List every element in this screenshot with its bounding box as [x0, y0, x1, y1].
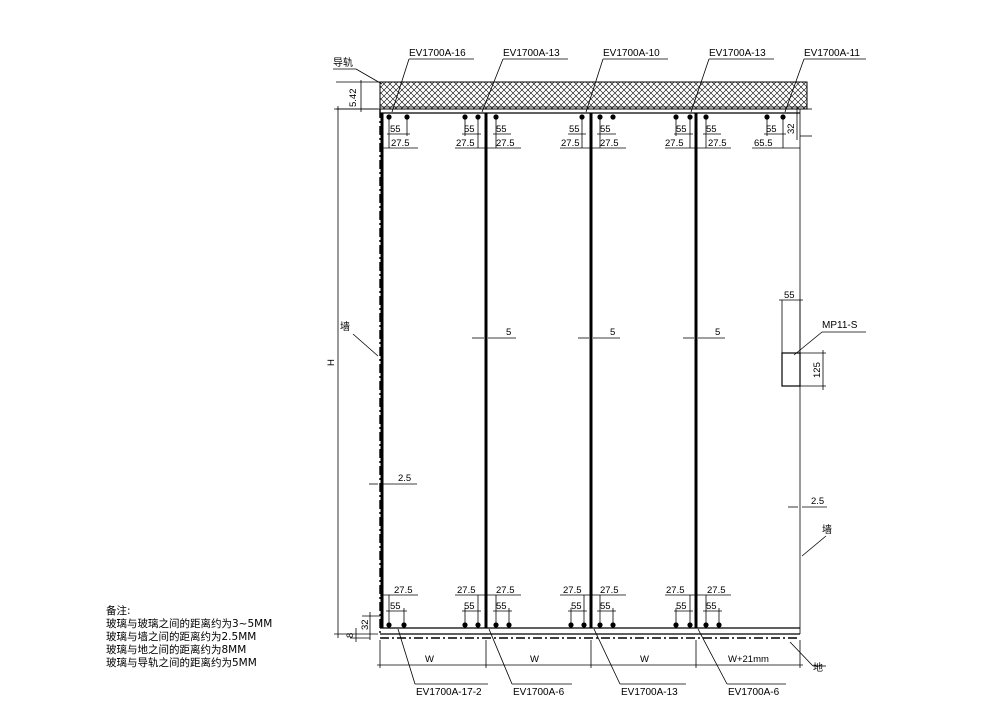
hole-edge-dim: 27.5	[665, 138, 684, 149]
wall-right-label: 墙	[822, 523, 832, 536]
guide-rail-label: 导轨	[333, 56, 353, 69]
wall-left-label: 墙	[340, 320, 350, 333]
top-profile-label: EV1700A-16	[409, 48, 466, 59]
notes-line: 玻璃与玻璃之间的距离约为3~5MM	[106, 617, 272, 630]
bottom-edge-dims: 27.5 27.5 27.5 27.5 27.5 27.5 27.5	[380, 585, 731, 596]
glass-gap-dims: 5 5 5	[472, 327, 725, 339]
bottom-profile-labels: EV1700A-17-2 EV1700A-6 EV1700A-13 EV1700…	[397, 628, 786, 698]
bottom-hole-dims: 55 55 55 55 55 55 55	[386, 595, 722, 625]
top-edge-dims: 27.5 27.5 27.5 27.5 27.5 27.5 27.5 65.5	[380, 138, 800, 149]
top-profile-label: EV1700A-13	[709, 48, 766, 59]
handle-height-dim: 125	[812, 362, 823, 378]
wall-gap-left-dim: 2.5	[398, 473, 411, 484]
top-profile-label: EV1700A-11	[804, 48, 860, 59]
handle-label: MP11-S	[822, 320, 858, 331]
bottom-profile-label: EV1700A-13	[621, 687, 678, 698]
hole-edge-dim: 27.5	[456, 138, 475, 149]
hole-edge-dim: 27.5	[496, 585, 515, 596]
guide-rail	[379, 81, 808, 110]
hole-spacing-dim: 55	[496, 124, 507, 135]
hole-spacing-dim: 55	[706, 601, 717, 612]
glass-gap-dim: 5	[610, 327, 615, 338]
top-profile-labels: EV1700A-16 EV1700A-13 EV1700A-10 EV1700A…	[391, 48, 866, 113]
hole-spacing-dim: 55	[496, 601, 507, 612]
notes-line: 玻璃与导轨之间的距离约为5MM	[106, 656, 257, 669]
top-right-gap-dim: 32	[786, 123, 797, 134]
hole-spacing-dim: 55	[600, 601, 611, 612]
hole-spacing-dim: 55	[464, 124, 475, 135]
hole-spacing-dim: 55	[600, 124, 611, 135]
notes-line: 玻璃与墙之间的距离约为2.5MM	[106, 630, 256, 643]
hole-edge-dim: 27.5	[391, 138, 410, 149]
hole-edge-dim: 27.5	[561, 138, 580, 149]
panel-width-dim: W+21mm	[728, 654, 769, 665]
width-dims: W W W W+21mm	[377, 640, 803, 668]
notes-title: 备注:	[106, 604, 131, 617]
notes-block: 备注: 玻璃与玻璃之间的距离约为3~5MM 玻璃与墙之间的距离约为2.5MM 玻…	[106, 604, 272, 669]
bottom-hardware-dots	[386, 622, 722, 628]
bottom-profile-label: EV1700A-17-2	[416, 687, 482, 698]
ground-label: 地	[813, 661, 823, 674]
glass-gap-dim: 5	[715, 327, 720, 338]
handle-mp11s: 55 125 MP11-S	[779, 290, 866, 390]
hole-edge-dim: 27.5	[496, 138, 515, 149]
hole-spacing-dim: 55	[676, 124, 687, 135]
handle-offset-dim: 55	[784, 290, 795, 301]
hole-spacing-dim: 55	[390, 124, 401, 135]
hole-edge-dim: 27.5	[666, 585, 685, 596]
hole-edge-dim: 27.5	[600, 138, 619, 149]
hole-edge-dim: 27.5	[457, 585, 476, 596]
hole-edge-dim: 27.5	[707, 585, 726, 596]
top-hardware-dots	[386, 114, 786, 120]
glass-panels	[380, 112, 800, 629]
bottom-left-gap-dim: 32	[360, 619, 371, 630]
hole-edge-right-dim: 65.5	[754, 138, 773, 149]
top-hole-dims: 55 55 55 55 55 55 55 55	[387, 117, 786, 148]
rail-height-dim: 5.42	[348, 89, 359, 108]
hole-spacing-dim: 55	[766, 124, 777, 135]
height-dim: H	[326, 359, 337, 366]
notes-line: 玻璃与地之间的距离约为8MM	[106, 643, 246, 656]
panel-width-dim: W	[640, 654, 649, 665]
top-profile-label: EV1700A-10	[603, 48, 660, 59]
bottom-profile-label: EV1700A-6	[728, 687, 780, 698]
hole-spacing-dim: 55	[571, 601, 582, 612]
panel-width-dim: W	[530, 654, 539, 665]
top-profile-label: EV1700A-13	[503, 48, 560, 59]
hole-edge-dim: 27.5	[563, 585, 582, 596]
panel-width-dim: W	[425, 654, 434, 665]
hole-spacing-dim: 55	[706, 124, 717, 135]
hole-edge-dim: 27.5	[708, 138, 727, 149]
glass-gap-dim: 5	[506, 327, 511, 338]
bottom-ground-dim: 8	[345, 633, 356, 638]
hole-spacing-dim: 55	[569, 124, 580, 135]
hole-spacing-dim: 55	[464, 601, 475, 612]
bottom-profile-label: EV1700A-6	[513, 687, 565, 698]
hole-spacing-dim: 55	[390, 601, 401, 612]
hole-edge-dim: 27.5	[394, 585, 413, 596]
hole-spacing-dim: 55	[676, 601, 687, 612]
wall-gap-right-dim: 2.5	[811, 496, 824, 507]
hole-edge-dim: 27.5	[600, 585, 619, 596]
